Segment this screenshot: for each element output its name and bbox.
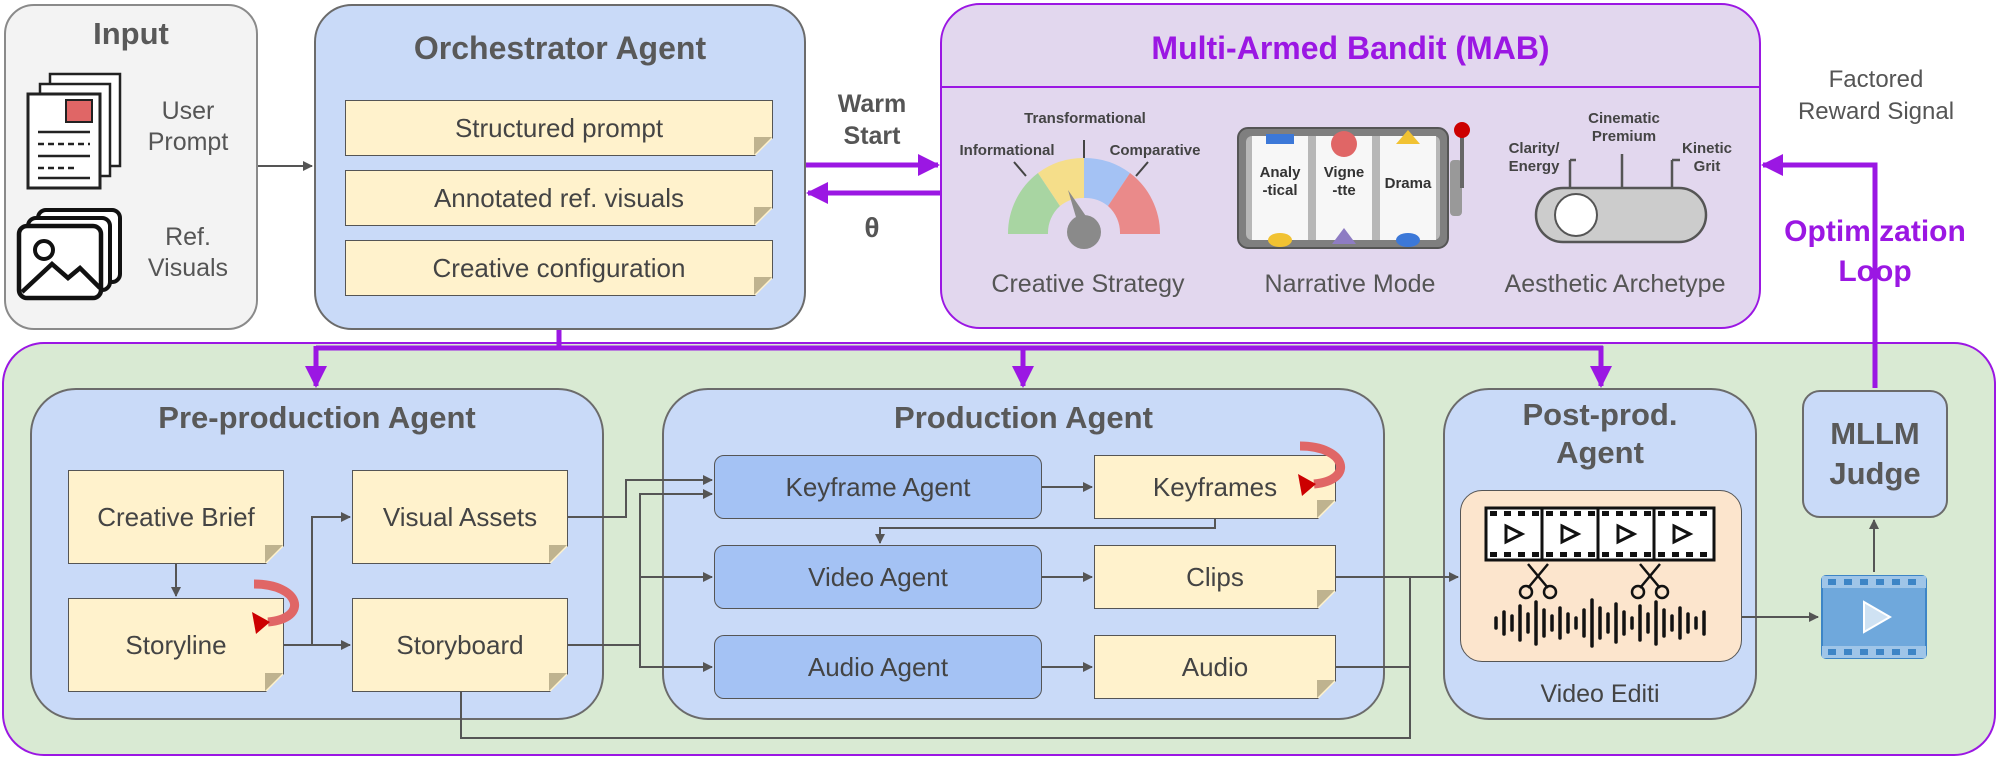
mllm-judge-line2: Judge (1829, 456, 1921, 491)
visual-assets-note: Visual Assets (352, 470, 568, 564)
audio-note: Audio (1094, 635, 1336, 699)
storyboard-note: Storyboard (352, 598, 568, 692)
image-stack-icon (16, 208, 122, 301)
audio-agent-box: Audio Agent (714, 635, 1042, 699)
input-title: Input (93, 16, 169, 51)
video-agent-box: Video Agent (714, 545, 1042, 609)
optimization-loop-line1: Optimization (1784, 215, 1966, 248)
reel-drama-label: Drama (1384, 175, 1432, 192)
video-output-icon (1821, 575, 1927, 659)
clips-note: Clips (1094, 545, 1336, 609)
reward-signal-line1: Factored (1828, 66, 1924, 93)
warm-start-line2: Start (843, 122, 901, 150)
keyframes-note: Keyframes (1094, 455, 1336, 519)
document-icon (26, 72, 122, 190)
reward-signal-label: Factored Reward Signal (1776, 64, 1976, 128)
creative-strategy-caption: Creative Strategy (991, 270, 1185, 298)
cinematic-premium-label: Cinematic Premium (1588, 110, 1660, 145)
informational-label: Informational (959, 142, 1055, 159)
narrative-mode-caption: Narrative Mode (1264, 270, 1436, 298)
mab-title: Multi-Armed Bandit (MAB) (1151, 30, 1550, 66)
transformational-label: Transformational (1024, 110, 1146, 127)
mllm-judge-line1: MLLM (1830, 416, 1920, 451)
theta-label: θ (864, 212, 880, 243)
comparative-label: Comparative (1109, 142, 1201, 159)
annotated-visuals-note: Annotated ref. visuals (345, 170, 773, 226)
postproduction-title: Post-prod. Agent (1443, 396, 1757, 472)
gauge-ticks (1013, 140, 1149, 177)
postproduction-title-line1: Post-prod. (1522, 397, 1678, 432)
user-prompt-line2: Prompt (147, 128, 229, 156)
optimization-loop-label: Optimization Loop (1764, 212, 1986, 292)
kinetic-grit-label: Kinetic Grit (1681, 140, 1732, 175)
mllm-judge-title: MLLM Judge (1802, 414, 1948, 494)
ref-visuals-line2: Visuals (147, 254, 229, 282)
reel-analytical-label: Analy -tical (1259, 164, 1301, 199)
postproduction-title-line2: Agent (1556, 435, 1644, 470)
warm-start-label: Warm Start (822, 88, 922, 152)
mllm-judge-panel (1802, 390, 1948, 518)
creative-brief-note: Creative Brief (68, 470, 284, 564)
user-prompt-line1: User (161, 97, 215, 125)
reel-vignette-label: Vigne -tte (1323, 164, 1365, 199)
reward-signal-line2: Reward Signal (1797, 98, 1955, 125)
storyline-note: Storyline (68, 598, 284, 692)
user-prompt-label: User Prompt (136, 96, 240, 158)
creative-configuration-note: Creative configuration (345, 240, 773, 296)
video-editing-caption: Video Editi (1540, 680, 1660, 708)
ref-visuals-line1: Ref. (165, 223, 211, 251)
film-edit-icon (1484, 506, 1716, 648)
optimization-loop-line2: Loop (1838, 255, 1912, 288)
clarity-energy-label: Clarity/ Energy (1508, 140, 1560, 175)
warm-start-line1: Warm (837, 90, 907, 118)
aesthetic-archetype-caption: Aesthetic Archetype (1504, 270, 1726, 298)
slot-machine-icon (1237, 122, 1470, 249)
production-title: Production Agent (894, 400, 1153, 435)
structured-prompt-note: Structured prompt (345, 100, 773, 156)
mab-divider (941, 86, 1760, 88)
orchestrator-title: Orchestrator Agent (413, 30, 707, 66)
archetype-toggle-icon (1534, 154, 1708, 244)
keyframe-agent-box: Keyframe Agent (714, 455, 1042, 519)
preproduction-title: Pre-production Agent (158, 400, 476, 435)
ref-visuals-label: Ref. Visuals (136, 222, 240, 284)
gauge-icon (1007, 157, 1161, 249)
